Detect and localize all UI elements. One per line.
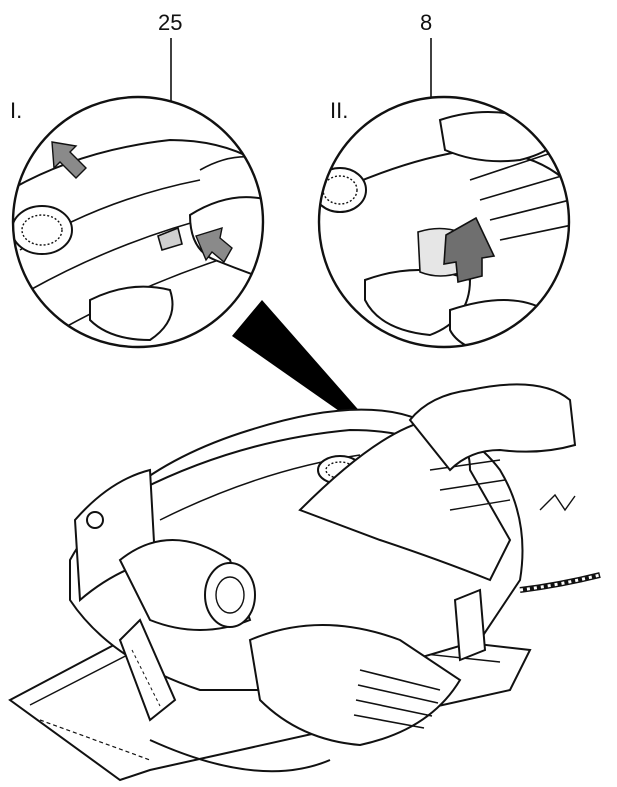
arrow-icon-left-top (51, 141, 87, 179)
step-two-label: II. (330, 98, 348, 123)
detail-circle-one (11, 95, 265, 349)
detail-view-one (13, 97, 263, 347)
detail-view-two (319, 97, 569, 347)
detail-circle-two (317, 95, 571, 349)
circular-saw-illustration (8, 383, 601, 782)
arrow-icon-lever (195, 226, 233, 264)
arrow-icon-trigger (443, 216, 496, 284)
callout-number-8: 8 (420, 10, 432, 35)
callout-number-25: 25 (158, 10, 182, 35)
step-one-label: I. (10, 98, 22, 123)
